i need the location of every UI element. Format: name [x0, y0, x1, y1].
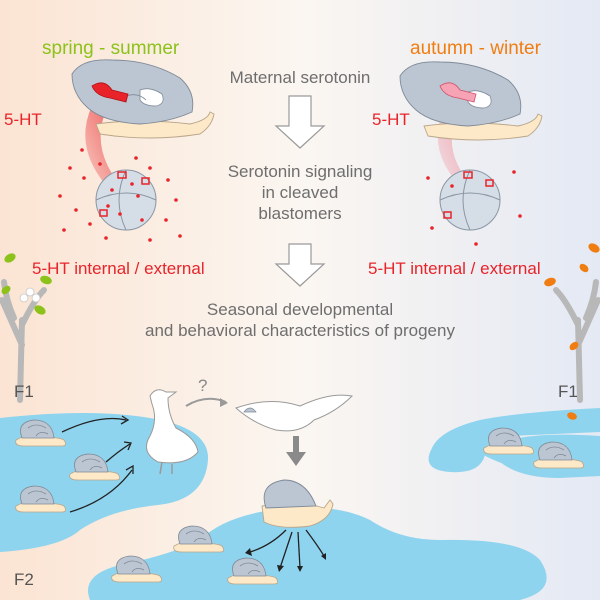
step1-text: Maternal serotonin	[229, 68, 371, 87]
bird-icon	[145, 389, 199, 475]
leaf-icon	[544, 243, 600, 420]
question-mark: ?	[198, 376, 208, 395]
path-arrows	[249, 529, 325, 569]
arrow-icon	[274, 243, 326, 287]
leaf-icon	[1, 253, 52, 315]
generation-label-f1-right: F1	[558, 382, 578, 401]
serotonin-gland	[439, 82, 477, 103]
flower-icon	[19, 287, 41, 303]
serotonin-label-right: 5-HT	[372, 110, 410, 129]
pond-bottom	[88, 507, 547, 600]
snail-icon	[71, 59, 215, 139]
generation-label-f2: F2	[14, 570, 34, 589]
serotonin-gland	[91, 82, 129, 103]
tree-icon	[553, 279, 600, 403]
tree-icon	[0, 279, 47, 403]
step2-line3: blastomers	[258, 204, 342, 223]
step2-line1: Serotonin signaling	[227, 162, 373, 181]
internal-external-label-left: 5-HT internal / external	[32, 259, 205, 278]
serotonin-dots	[426, 170, 522, 246]
step3-line2: and behavioral characteristics of progen…	[145, 321, 455, 340]
step3-line1: Seasonal developmental	[206, 300, 394, 319]
embryo-icon	[439, 169, 501, 231]
internal-external-label-right: 5-HT internal / external	[368, 259, 541, 278]
serotonin-label-left: 5-HT	[4, 110, 42, 129]
season-label-right: autumn - winter	[410, 38, 541, 59]
path-arrows	[61, 415, 134, 513]
arrow-icon	[274, 95, 326, 149]
arrow-icon	[286, 436, 306, 466]
bird-icon	[235, 394, 354, 432]
season-label-left: spring - summer	[42, 38, 180, 59]
step2-line2: in cleaved	[261, 183, 339, 202]
snail-icon	[261, 479, 334, 528]
snail-icon	[399, 61, 543, 141]
embryo-icon	[95, 169, 157, 231]
generation-label-f1-left: F1	[14, 382, 34, 401]
serotonin-dots	[58, 148, 182, 242]
